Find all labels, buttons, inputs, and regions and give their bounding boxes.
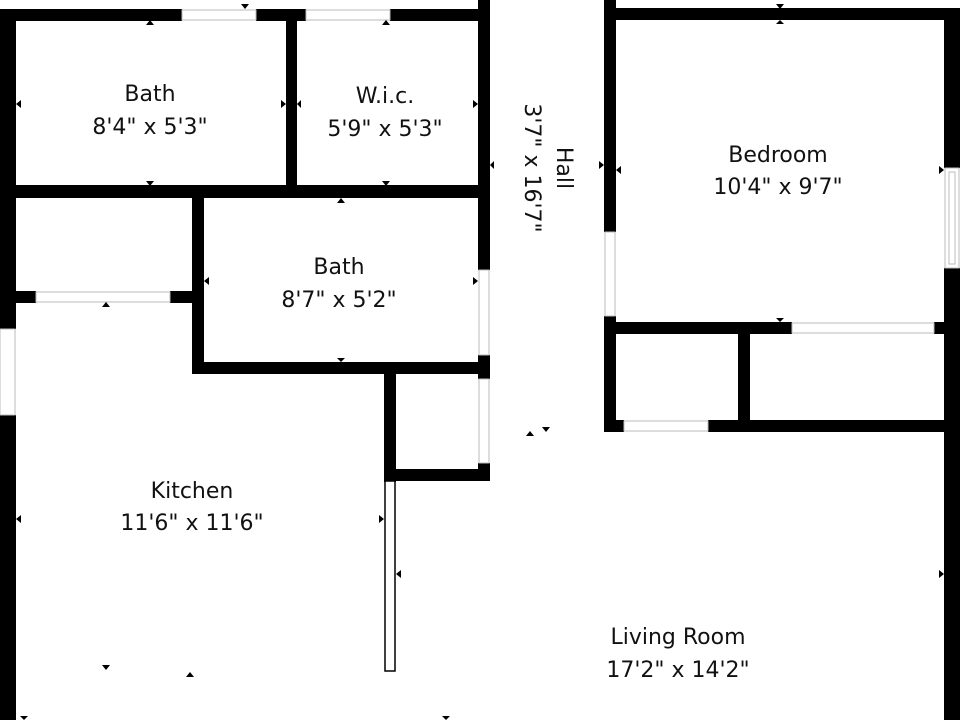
marker [382, 181, 390, 186]
room-bath-middle: Bath 8'7" x 5'2" [281, 255, 396, 313]
marker [442, 716, 450, 720]
marker [473, 277, 478, 285]
marker [776, 4, 784, 9]
wall-right-upper [944, 8, 960, 168]
wall-top-right [605, 8, 960, 20]
marker [526, 431, 534, 436]
wall-hall-left-upper [478, 0, 490, 270]
marker [297, 100, 301, 108]
room-hall: Hall 3'7" x 16'7" [519, 103, 576, 232]
marker [379, 515, 384, 523]
marker [616, 166, 621, 174]
marker [939, 166, 944, 174]
marker [542, 427, 550, 432]
marker [396, 570, 401, 578]
marker [146, 20, 154, 25]
wall-bath2-left [192, 198, 204, 373]
door-top-wic [305, 9, 391, 21]
wall-bedroom-left-lower [604, 316, 616, 432]
dimension-markers [16, 4, 944, 720]
room-dimensions: 8'7" x 5'2" [281, 288, 396, 313]
marker [490, 161, 494, 169]
wall-bath-wic [286, 9, 297, 194]
marker [16, 100, 21, 108]
wall-left-upper [0, 9, 16, 329]
room-labels: Bath 8'4" x 5'3" W.i.c. 5'9" x 5'3" Bedr… [92, 82, 842, 683]
marker [281, 100, 286, 108]
room-name: Bath [313, 255, 364, 280]
door-hall-bath2 [478, 269, 490, 356]
window-bedroom-right-inner [948, 171, 956, 265]
door-top-bath [181, 9, 257, 21]
room-dimensions: 11'6" x 11'6" [120, 511, 263, 536]
wall-top-left-a [0, 9, 182, 21]
marker [146, 181, 154, 186]
wall-kitchen-top-b [170, 291, 200, 303]
room-name: Bath [124, 82, 175, 107]
door-closet-bottom [623, 420, 709, 432]
marker [204, 277, 209, 285]
marker [241, 4, 249, 9]
wall-top-left-b [256, 9, 306, 21]
marker [473, 100, 478, 108]
room-dimensions: 17'2" x 14'2" [606, 658, 749, 683]
marker [382, 20, 390, 25]
room-bath-top: Bath 8'4" x 5'3" [92, 82, 207, 140]
room-living-room: Living Room 17'2" x 14'2" [606, 625, 749, 683]
marker [776, 318, 784, 322]
marker [102, 665, 110, 670]
wall-bath-bottom [0, 185, 490, 198]
marker [776, 20, 784, 24]
marker [337, 358, 345, 362]
room-dimensions: 3'7" x 16'7" [519, 103, 544, 232]
wall-right-lower [944, 268, 960, 720]
door-bedroom-closet [791, 322, 935, 334]
marker [102, 302, 110, 307]
room-bedroom: Bedroom 10'4" x 9'7" [713, 143, 842, 200]
marker [599, 161, 604, 169]
half-wall-kitchen [384, 480, 396, 672]
marker [186, 672, 194, 677]
marker [16, 515, 21, 523]
room-wic: W.i.c. 5'9" x 5'3" [327, 84, 442, 142]
marker [337, 198, 345, 203]
room-dimensions: 10'4" x 9'7" [713, 175, 842, 200]
openings [0, 9, 960, 672]
room-kitchen: Kitchen 11'6" x 11'6" [120, 479, 263, 536]
wall-closet-divider [738, 322, 750, 432]
wall-closets-bottom-a [604, 420, 624, 432]
door-kitchen-top [35, 291, 171, 303]
wall-top-left-c [390, 9, 490, 21]
room-name: Living Room [610, 625, 745, 650]
wall-kitchen-top-a [0, 291, 36, 303]
wall-closets-bottom-b [708, 420, 960, 432]
room-name: W.i.c. [356, 84, 414, 109]
wall-closet-left [384, 362, 396, 482]
wall-bedroom-bottom-b [934, 322, 960, 334]
marker [939, 570, 944, 578]
marker [20, 716, 28, 720]
wall-bedroom-left-upper [604, 0, 616, 232]
room-dimensions: 5'9" x 5'3" [327, 117, 442, 142]
room-name: Kitchen [151, 479, 234, 504]
wall-bath2-bottom [192, 362, 490, 374]
wall-closet-bottom [384, 469, 490, 481]
door-hall-closet [478, 378, 490, 464]
window-left-kitchen [0, 328, 16, 416]
wall-left-lower [0, 415, 16, 720]
door-bedroom-hall [604, 231, 616, 317]
room-dimensions: 8'4" x 5'3" [92, 115, 207, 140]
room-name: Hall [551, 147, 576, 189]
room-name: Bedroom [728, 143, 828, 168]
wall-bedroom-bottom-a [604, 322, 792, 334]
